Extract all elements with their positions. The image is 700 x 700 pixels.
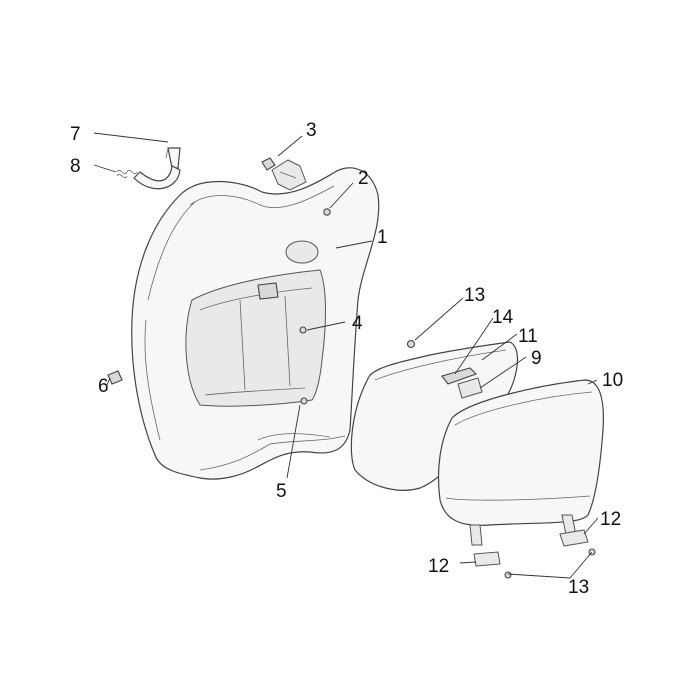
callout-3: 3 xyxy=(306,120,317,141)
part-13-screw-top xyxy=(406,339,416,349)
callout-7: 7 xyxy=(70,124,81,145)
callout-13-bottom: 13 xyxy=(568,577,589,598)
part-12-hinge-right xyxy=(559,529,589,547)
part-5-screw xyxy=(300,397,308,405)
leg-shield-panel xyxy=(131,167,380,480)
part-9-catch xyxy=(457,377,483,399)
part-13-screw-left xyxy=(504,571,512,579)
callout-11: 11 xyxy=(518,326,538,347)
callout-12-right: 12 xyxy=(600,509,621,530)
hinge-bracket xyxy=(271,159,307,191)
part-10-door-cover xyxy=(437,379,605,546)
callout-4: 4 xyxy=(352,313,363,334)
callout-8: 8 xyxy=(70,156,81,177)
callout-14: 14 xyxy=(492,307,514,328)
part-12-hinge-left xyxy=(473,551,501,567)
part-4-screw xyxy=(299,326,307,334)
leader-lines xyxy=(93,132,599,579)
callout-10: 10 xyxy=(602,370,623,391)
part-7-hook xyxy=(133,147,181,190)
part-6-clip xyxy=(107,370,123,385)
part-2-screw xyxy=(323,208,331,216)
callout-2: 2 xyxy=(358,168,369,189)
part-14-latch xyxy=(441,367,478,385)
callout-5: 5 xyxy=(276,481,287,502)
callout-9: 9 xyxy=(531,348,542,369)
callout-labels: 1 2 3 4 5 6 7 8 9 10 11 12 12 13 13 13 1… xyxy=(70,120,623,598)
callout-12-left: 12 xyxy=(428,556,449,577)
part-3-clip xyxy=(261,157,276,171)
callout-13-top: 13 xyxy=(464,285,485,306)
callout-1: 1 xyxy=(377,227,388,248)
callout-6: 6 xyxy=(98,376,109,397)
part-8-spring xyxy=(116,169,138,179)
